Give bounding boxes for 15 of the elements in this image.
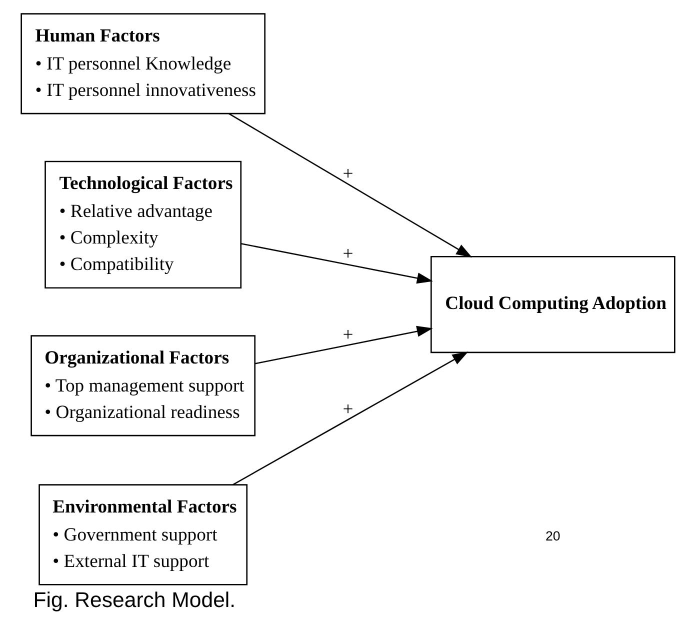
arrow (232, 352, 468, 486)
label: 20 (545, 528, 560, 544)
node-box: Technological Factors • Relative advantage • Complexity • Compatibility (44, 160, 242, 289)
edge-label: + (342, 399, 353, 420)
edge-label: + (342, 324, 353, 346)
edge-label: + (342, 244, 353, 265)
arrow (228, 113, 472, 258)
caption: Fig. Research Model. (32, 588, 236, 612)
node-box: Environmental Factors • Government support • External IT support (38, 484, 248, 586)
node-box: Organizational Factors • Top management support • Organizational readiness (30, 335, 256, 436)
arrow (240, 242, 432, 284)
arrow (254, 326, 432, 364)
node-box: Human Factors • IT personnel Knowledge • IT personnel innovativeness (20, 13, 265, 114)
edge-label: + (342, 164, 353, 185)
node-box: Cloud Computing Adoption (430, 256, 675, 354)
